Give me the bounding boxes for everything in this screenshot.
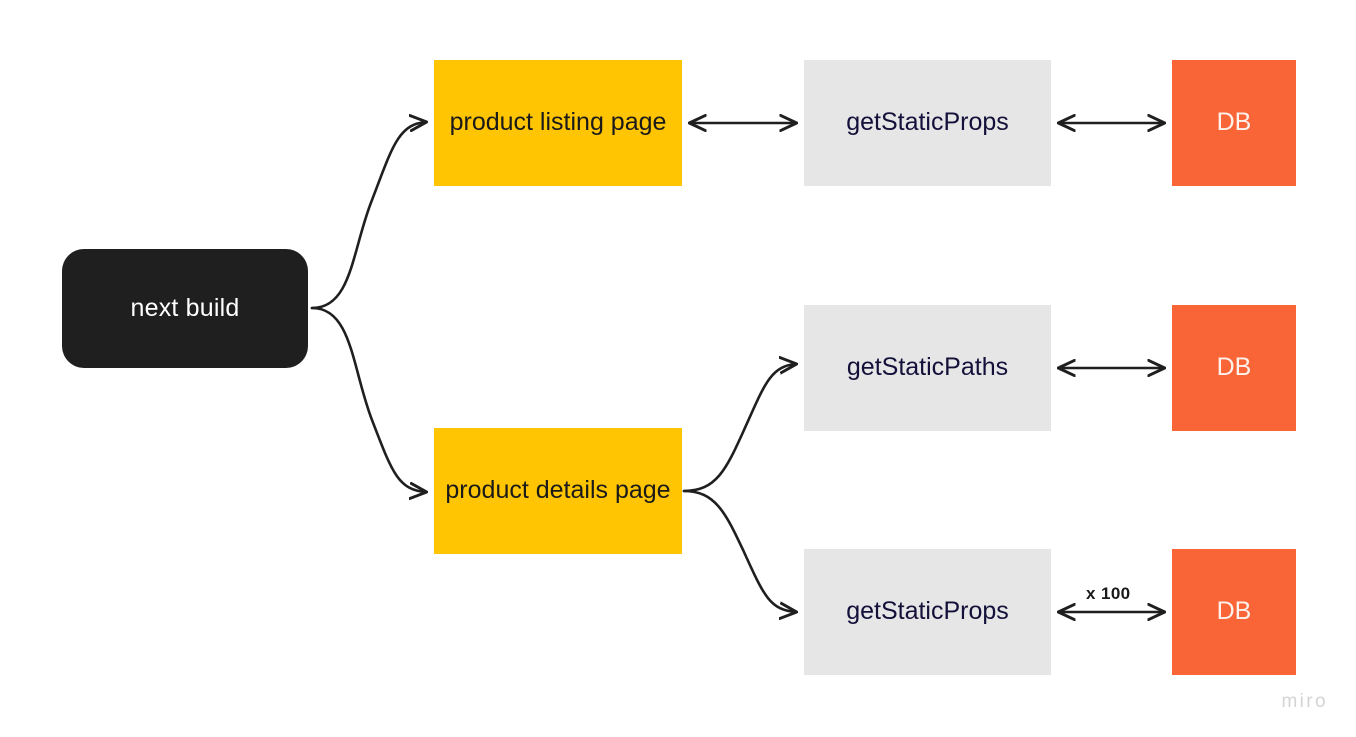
- node-getstaticpaths-details[interactable]: getStaticPaths: [804, 305, 1051, 431]
- edge-label-x100: x 100: [1086, 584, 1131, 603]
- node-db-top[interactable]: DB: [1172, 60, 1296, 186]
- node-product-details-page[interactable]: product details page: [434, 428, 682, 554]
- node-db-middle[interactable]: DB: [1172, 305, 1296, 431]
- edge-next-build-to-product-details: [310, 306, 426, 492]
- edge-product-details-to-getstaticpaths: [682, 364, 796, 493]
- miro-watermark: miro: [1281, 691, 1328, 712]
- node-db-bottom[interactable]: DB: [1172, 549, 1296, 675]
- node-getstaticprops-listing[interactable]: getStaticProps: [804, 60, 1051, 186]
- edge-product-details-to-getstaticprops: [682, 489, 796, 612]
- edge-next-build-to-product-listing: [310, 122, 426, 310]
- node-product-listing-page[interactable]: product listing page: [434, 60, 682, 186]
- node-getstaticprops-details[interactable]: getStaticProps: [804, 549, 1051, 675]
- node-next-build[interactable]: next build: [62, 249, 308, 368]
